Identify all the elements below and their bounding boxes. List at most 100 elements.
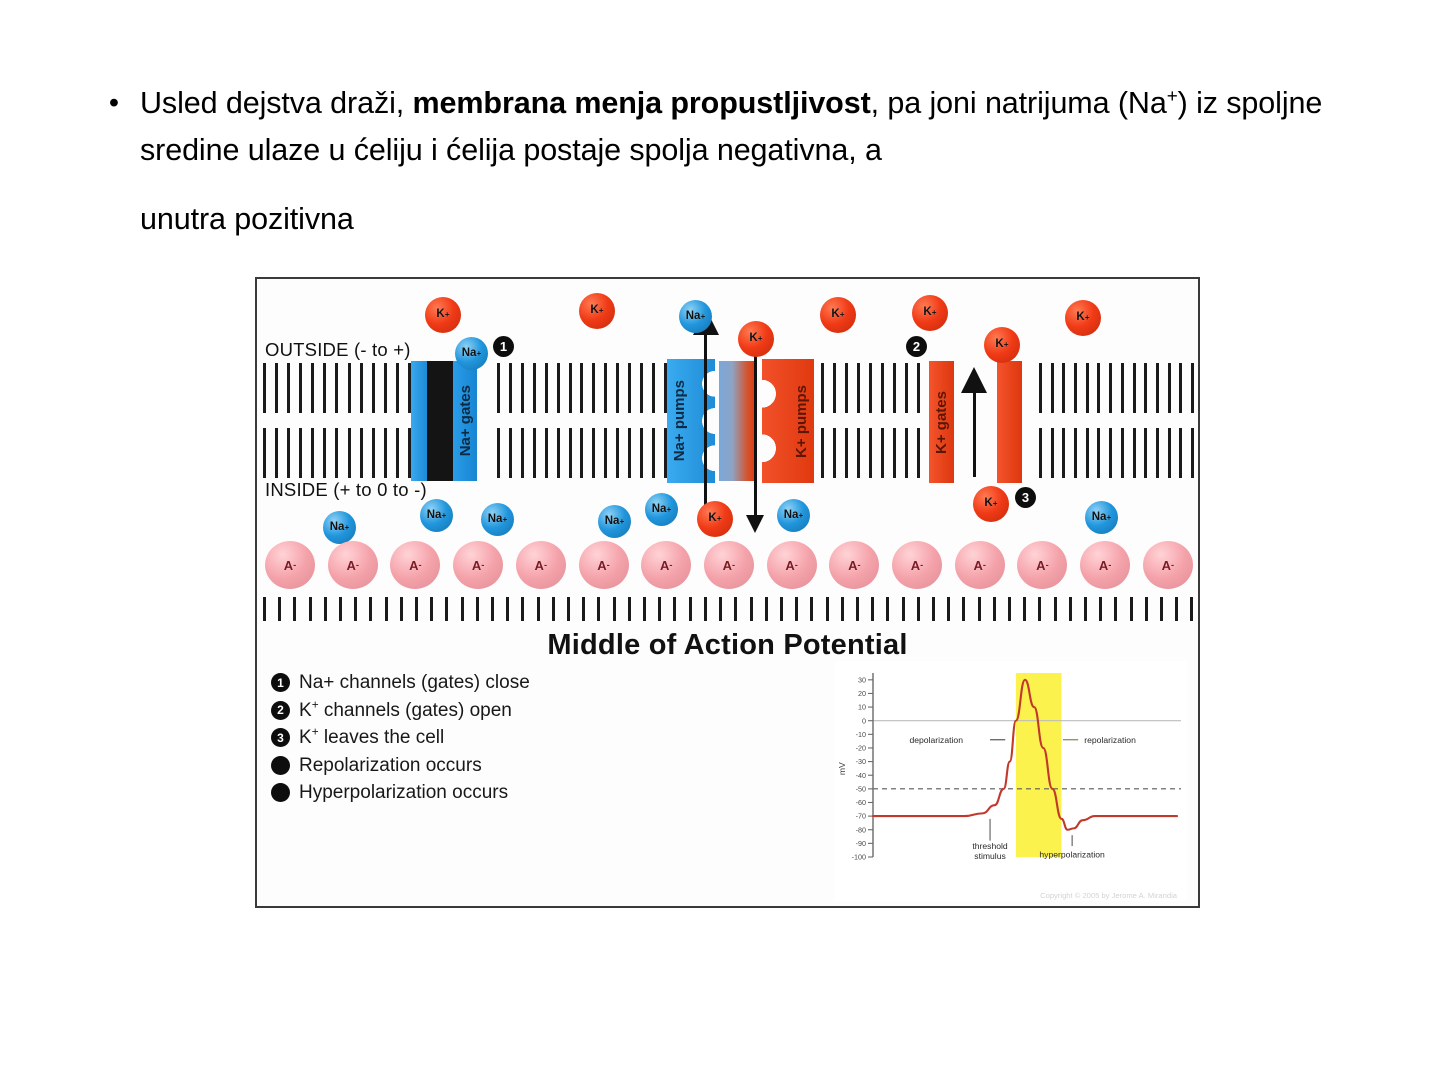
lipid-tail xyxy=(335,428,339,478)
lipid-tail xyxy=(1179,363,1183,413)
lipid-tail xyxy=(308,597,312,621)
lipid-tail xyxy=(640,428,644,478)
lipid-tail xyxy=(612,597,616,621)
membrane-lipid-stroke xyxy=(845,363,848,478)
lipid-tail xyxy=(673,597,677,621)
electrochemical-gradient-bar xyxy=(719,361,757,481)
lipid-tail xyxy=(568,363,572,413)
membrane-lipid-stroke xyxy=(1062,363,1066,478)
lipid-tail xyxy=(263,363,266,413)
bullet-paragraph-2: unutra pozitivna xyxy=(88,196,1338,243)
y-axis-tick-label: 20 xyxy=(858,689,866,698)
lipid-tail xyxy=(395,363,399,413)
k-influx-arrow-shaft xyxy=(754,331,757,521)
lipid-tail xyxy=(556,428,560,478)
lipid-tail xyxy=(764,597,768,621)
membrane-lipid-stroke xyxy=(855,597,859,621)
lipid-tail xyxy=(323,363,327,413)
lipid-tail xyxy=(592,363,596,413)
lipid-tail xyxy=(491,597,495,621)
lipid-tail xyxy=(335,363,339,413)
lipid-tail xyxy=(1155,428,1159,478)
membrane-lipid-stroke xyxy=(992,597,996,621)
lipid-tail xyxy=(658,597,662,621)
extracellular-potassium-ion: K+ xyxy=(425,297,461,333)
y-axis-tick-label: 10 xyxy=(858,703,866,712)
threshold-label: threshold xyxy=(972,841,1008,851)
lipid-tail xyxy=(719,597,723,621)
legend-bullet-icon xyxy=(271,755,290,775)
k-gates-channel-right[interactable] xyxy=(997,361,1022,483)
lipid-tail xyxy=(881,363,884,413)
y-axis-tick-label: -70 xyxy=(856,812,866,821)
hyperpolarization-label: hyperpolarization xyxy=(1039,850,1105,860)
lipid-tail xyxy=(825,597,829,621)
lipid-tail xyxy=(901,597,905,621)
lipid-tail xyxy=(287,428,291,478)
intracellular-sodium-ion: Na+ xyxy=(645,493,678,526)
lipid-tail xyxy=(1179,428,1183,478)
k-efflux-gate-arrow-head xyxy=(961,367,987,393)
y-axis-tick-label: -10 xyxy=(856,730,866,739)
bullet-marker: • xyxy=(108,87,120,119)
membrane-lipid-stroke xyxy=(719,597,723,621)
membrane-lipid-stroke xyxy=(886,597,890,621)
lipid-tail xyxy=(415,597,419,621)
lipid-tail xyxy=(580,428,584,478)
membrane-lipid-stroke xyxy=(347,363,351,478)
membrane-lipid-stroke xyxy=(551,597,555,621)
intracellular-anion: A- xyxy=(1142,541,1193,589)
lipid-tail xyxy=(1062,428,1066,478)
lipid-tail xyxy=(840,597,844,621)
lipid-tail xyxy=(795,597,799,621)
lipid-tail xyxy=(886,597,890,621)
lipid-tail xyxy=(616,363,620,413)
lipid-tail xyxy=(749,597,753,621)
lipid-tail xyxy=(497,428,500,478)
na-gates-channel[interactable]: Na+ gates xyxy=(411,361,477,481)
lipid-tail xyxy=(323,428,327,478)
lipid-tail xyxy=(628,363,632,413)
lipid-tail xyxy=(893,428,896,478)
lipid-tail xyxy=(1074,428,1078,478)
lipid-tail xyxy=(616,428,620,478)
lipid-tail xyxy=(1083,597,1087,621)
membrane-lipid-stroke xyxy=(616,363,620,478)
legend-item-label: Repolarization occurs xyxy=(299,754,482,776)
lipid-tail xyxy=(857,363,860,413)
intracellular-anion: A- xyxy=(1017,541,1068,589)
membrane-lipid-stroke xyxy=(1109,363,1113,478)
na-pumps-channel[interactable]: Na+ pumps xyxy=(667,359,715,483)
intracellular-anion: A- xyxy=(390,541,441,589)
extracellular-sodium-ion: Na+ xyxy=(455,337,488,370)
membrane-lipid-stroke xyxy=(651,363,655,478)
lipid-tail xyxy=(1097,428,1101,478)
lipid-tail xyxy=(430,597,434,621)
lipid-tail xyxy=(592,428,596,478)
intracellular-anion: A- xyxy=(327,541,378,589)
k-pumps-channel[interactable]: K+ pumps xyxy=(762,359,814,483)
membrane-lipid-stroke xyxy=(556,363,560,478)
lipid-tail xyxy=(628,428,632,478)
lipid-tail xyxy=(339,597,343,621)
lipid-tail xyxy=(1039,363,1042,413)
figure-canvas: OUTSIDE (- to +) INSIDE (+ to 0 to -) Na… xyxy=(257,279,1198,906)
lipid-tail xyxy=(893,363,896,413)
membrane-lipid-stroke xyxy=(339,597,343,621)
k-gates-channel-left[interactable]: K+ gates xyxy=(929,361,954,483)
lipid-tail xyxy=(532,363,536,413)
membrane-lipid-stroke xyxy=(658,597,662,621)
depolarization-annotation: depolarization xyxy=(909,735,963,745)
lipid-tail xyxy=(947,597,951,621)
lipid-tail xyxy=(845,363,848,413)
membrane-lipid-stroke xyxy=(627,597,631,621)
membrane-lipid-stroke xyxy=(1159,597,1163,621)
membrane-lipid-stroke xyxy=(977,597,981,621)
lipid-tail xyxy=(263,597,266,621)
lipid-tail xyxy=(460,597,464,621)
membrane-lipid-stroke xyxy=(369,597,373,621)
lipid-tail xyxy=(347,363,351,413)
membrane-lipid-stroke xyxy=(1144,363,1148,478)
repolarization-annotation: repolarization xyxy=(1084,735,1136,745)
